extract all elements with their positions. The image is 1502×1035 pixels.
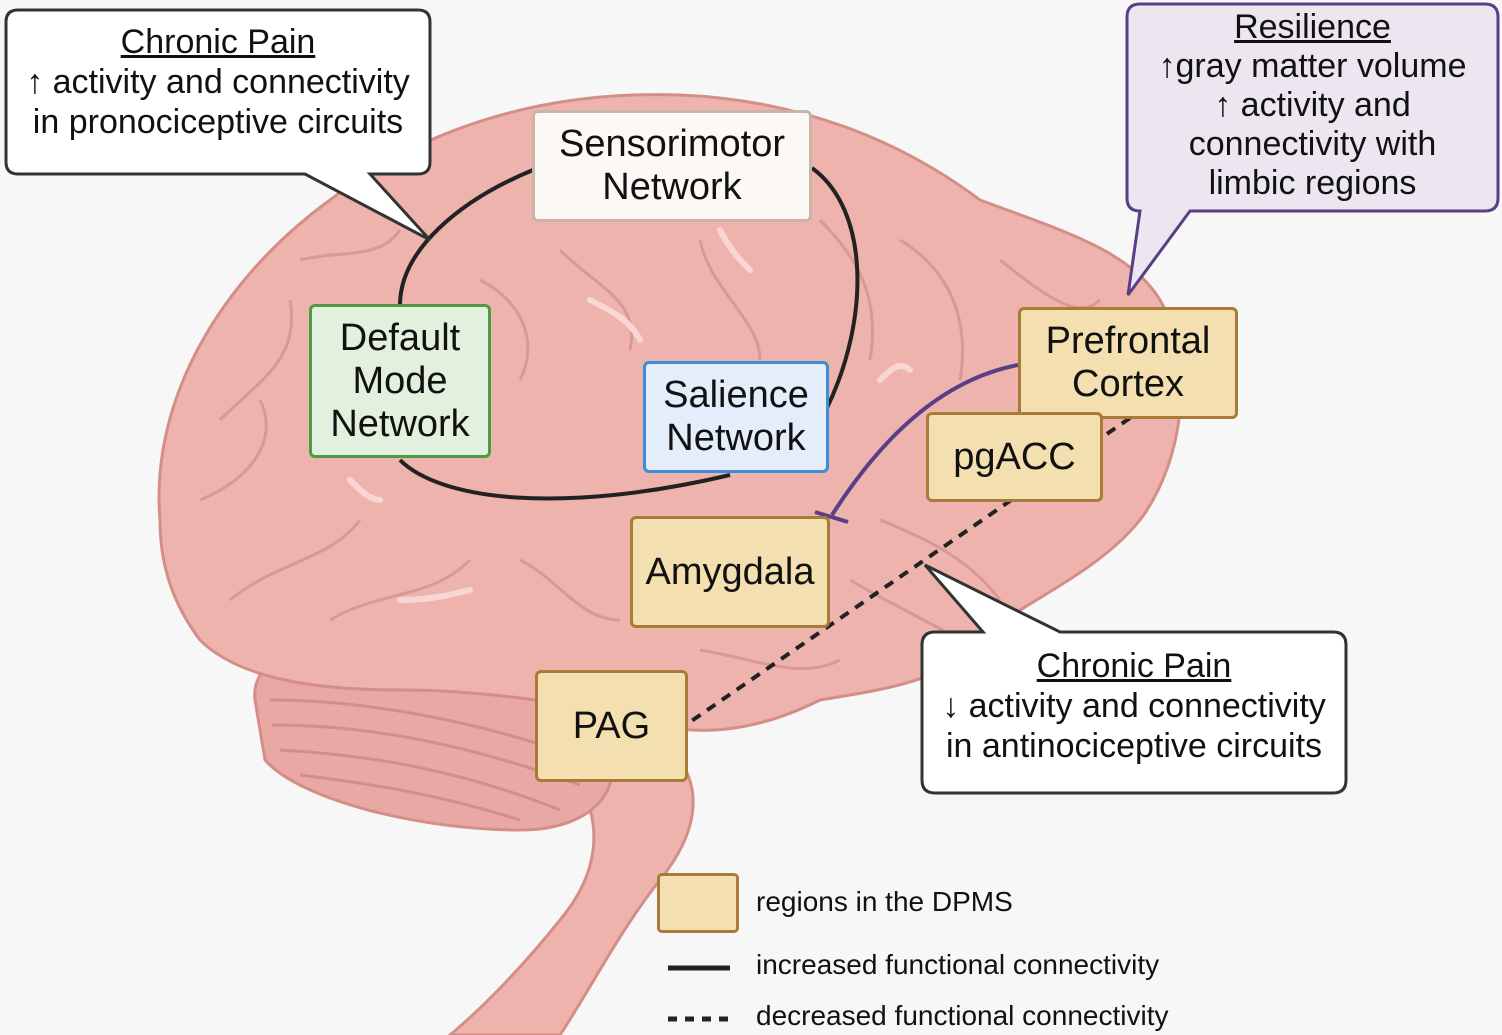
prefrontal-cortex-box: Prefrontal Cortex: [1018, 307, 1238, 419]
callout-line: activity and connectivity: [52, 63, 410, 101]
callout-resilience: Resilience ↑gray matter volume ↑ activit…: [1127, 8, 1498, 203]
salience-network-box: Salience Network: [643, 361, 829, 473]
prefrontal-cortex-label: Prefrontal Cortex: [1045, 320, 1211, 405]
inhibition-bar: [814, 510, 849, 524]
up-arrow-icon: ↑: [1158, 47, 1176, 85]
pgacc-label: pgACC: [953, 435, 1076, 478]
callout-line: in antinociceptive circuits: [945, 727, 1323, 765]
callout-line: gray matter volume: [1175, 47, 1467, 85]
pag-label: PAG: [572, 704, 651, 747]
highlights: [347, 227, 913, 603]
callout-line: connectivity with: [1188, 125, 1437, 163]
amygdala-label: Amygdala: [645, 550, 815, 593]
callout-title: Chronic Pain: [1036, 647, 1232, 685]
callout-line: limbic regions: [1208, 164, 1417, 202]
callout-chronic-pain-top-bubble: [4, 8, 432, 242]
down-arrow-icon: ↓: [942, 687, 960, 725]
legend-dpms-label: regions in the DPMS: [756, 886, 1013, 917]
salience-network-label: Salience Network: [663, 374, 809, 459]
legend-dpms-swatch: [657, 873, 739, 933]
callout-title: Resilience: [1234, 8, 1391, 46]
callout-chronic-pain-bottom: Chronic Pain ↓ activity and connectivity…: [922, 646, 1346, 766]
callout-chronic-pain-top: Chronic Pain ↑ activity and connectivity…: [6, 22, 430, 142]
callout-resilience-bubble: [1125, 2, 1500, 296]
inhibition-line: [830, 363, 1019, 517]
up-arrow-icon: ↑: [1214, 86, 1232, 124]
default-mode-network-label: Default Mode Network: [330, 316, 470, 445]
brainstem: [447, 758, 695, 1035]
amygdala-box: Amygdala: [630, 516, 830, 628]
callout-title: Chronic Pain: [120, 23, 316, 61]
legend-increased-label: increased functional connectivity: [756, 949, 1160, 980]
pag-box: PAG: [535, 670, 688, 782]
callout-line: activity and connectivity: [968, 687, 1326, 725]
legend-decreased-label: decreased functional connectivity: [756, 1000, 1169, 1031]
up-arrow-icon: ↑: [26, 63, 44, 101]
pgacc-box: pgACC: [926, 412, 1103, 502]
increased-connectivity-loop: [398, 166, 860, 501]
sensorimotor-network-label: Sensorimotor Network: [559, 123, 785, 208]
callout-chronic-pain-bottom-bubble: [920, 563, 1348, 795]
callout-line: in pronociceptive circuits: [32, 103, 404, 141]
sensorimotor-network-box: Sensorimotor Network: [532, 110, 812, 222]
default-mode-network-box: Default Mode Network: [309, 304, 491, 458]
callout-line: activity and: [1240, 86, 1411, 124]
